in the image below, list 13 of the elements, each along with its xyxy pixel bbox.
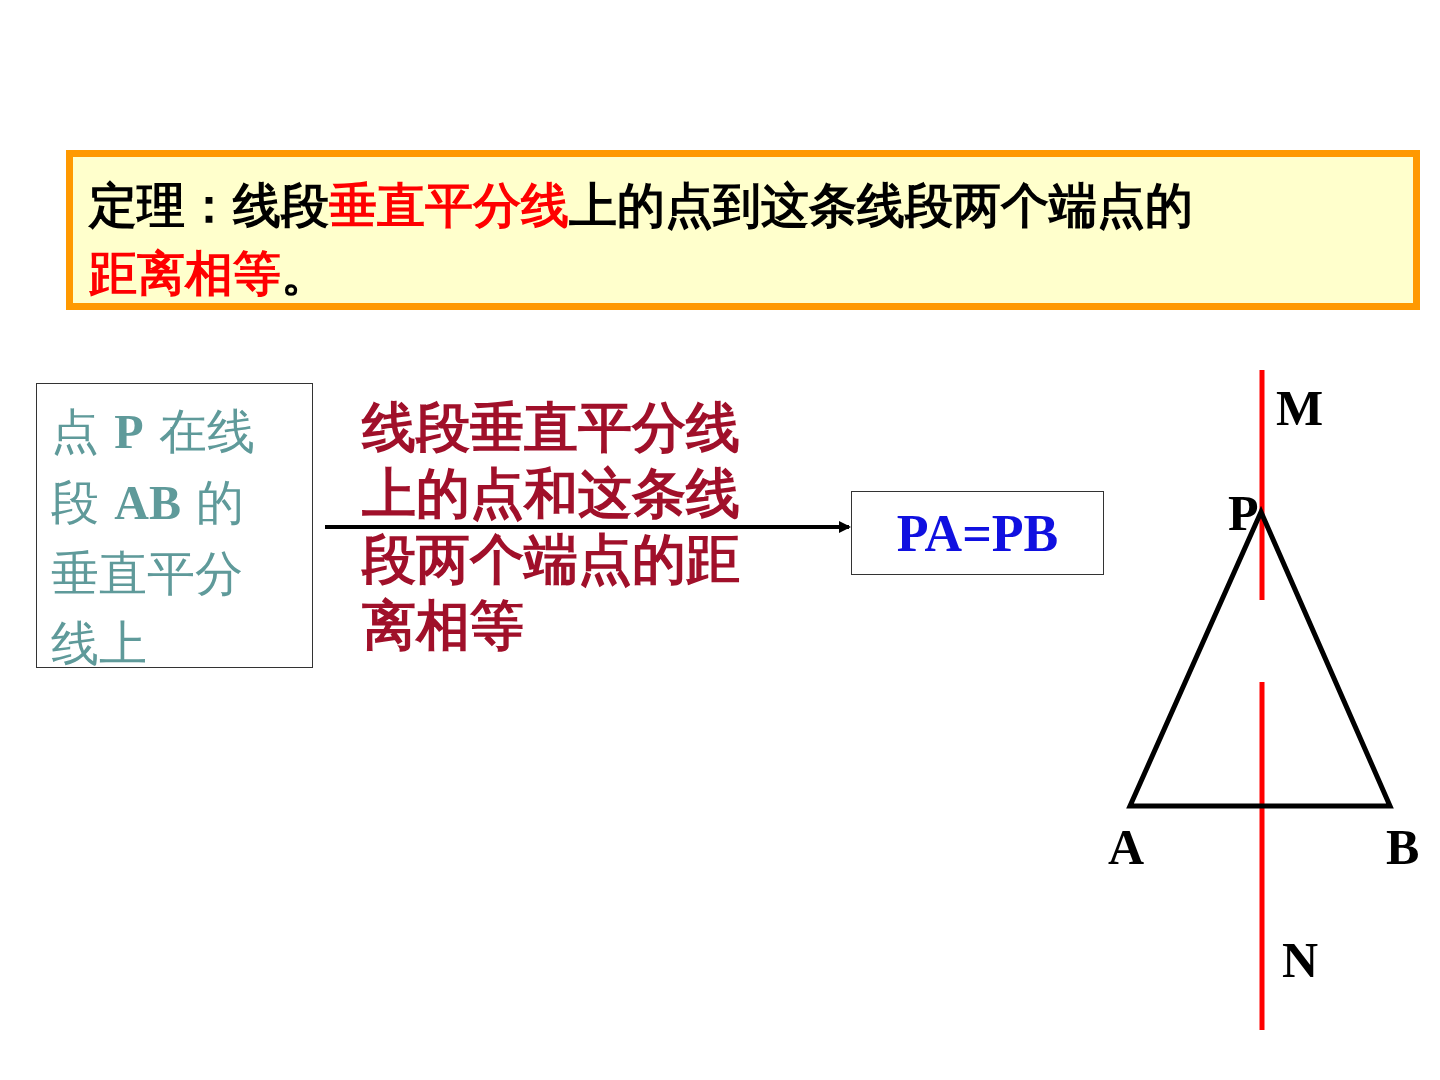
premise-text: 点 P 在线段 AB 的垂直平分线上 — [51, 402, 256, 673]
point-label: B — [1386, 822, 1420, 872]
arrow — [325, 521, 851, 533]
point-label: P — [1228, 488, 1259, 538]
result-box — [851, 491, 1104, 575]
theorem-text: 定理：线段垂直平分线上的点到这条线段两个端点的距离相等。 — [89, 176, 1194, 303]
equation-text: PA=PB — [896, 503, 1059, 563]
point-label: M — [1276, 383, 1324, 433]
edge-label: 线段垂直平分线上的点和这条线段两个端点的距离相等 — [362, 395, 741, 659]
premise-box — [36, 383, 313, 668]
theorem-box — [66, 150, 1420, 310]
point-label: A — [1108, 822, 1145, 872]
point-label: N — [1282, 935, 1319, 985]
